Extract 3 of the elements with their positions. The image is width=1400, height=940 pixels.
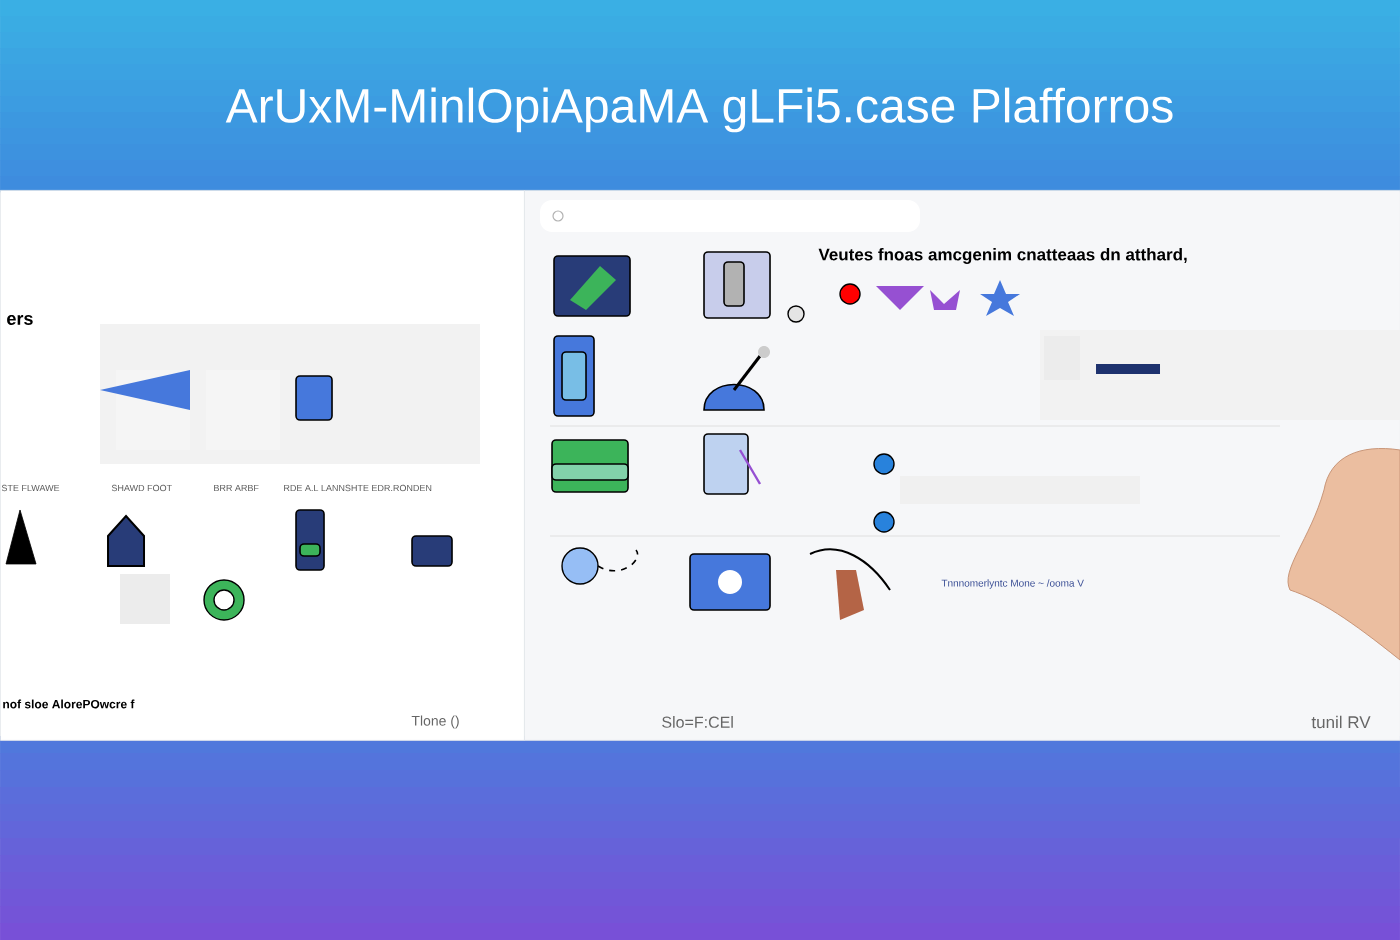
label: Slo=F:CEl	[662, 716, 733, 728]
title: ArUxM-MinlOpiApaMA gLFi5.case Plafforros	[225, 87, 1173, 133]
label: tunil RV	[1311, 715, 1371, 729]
